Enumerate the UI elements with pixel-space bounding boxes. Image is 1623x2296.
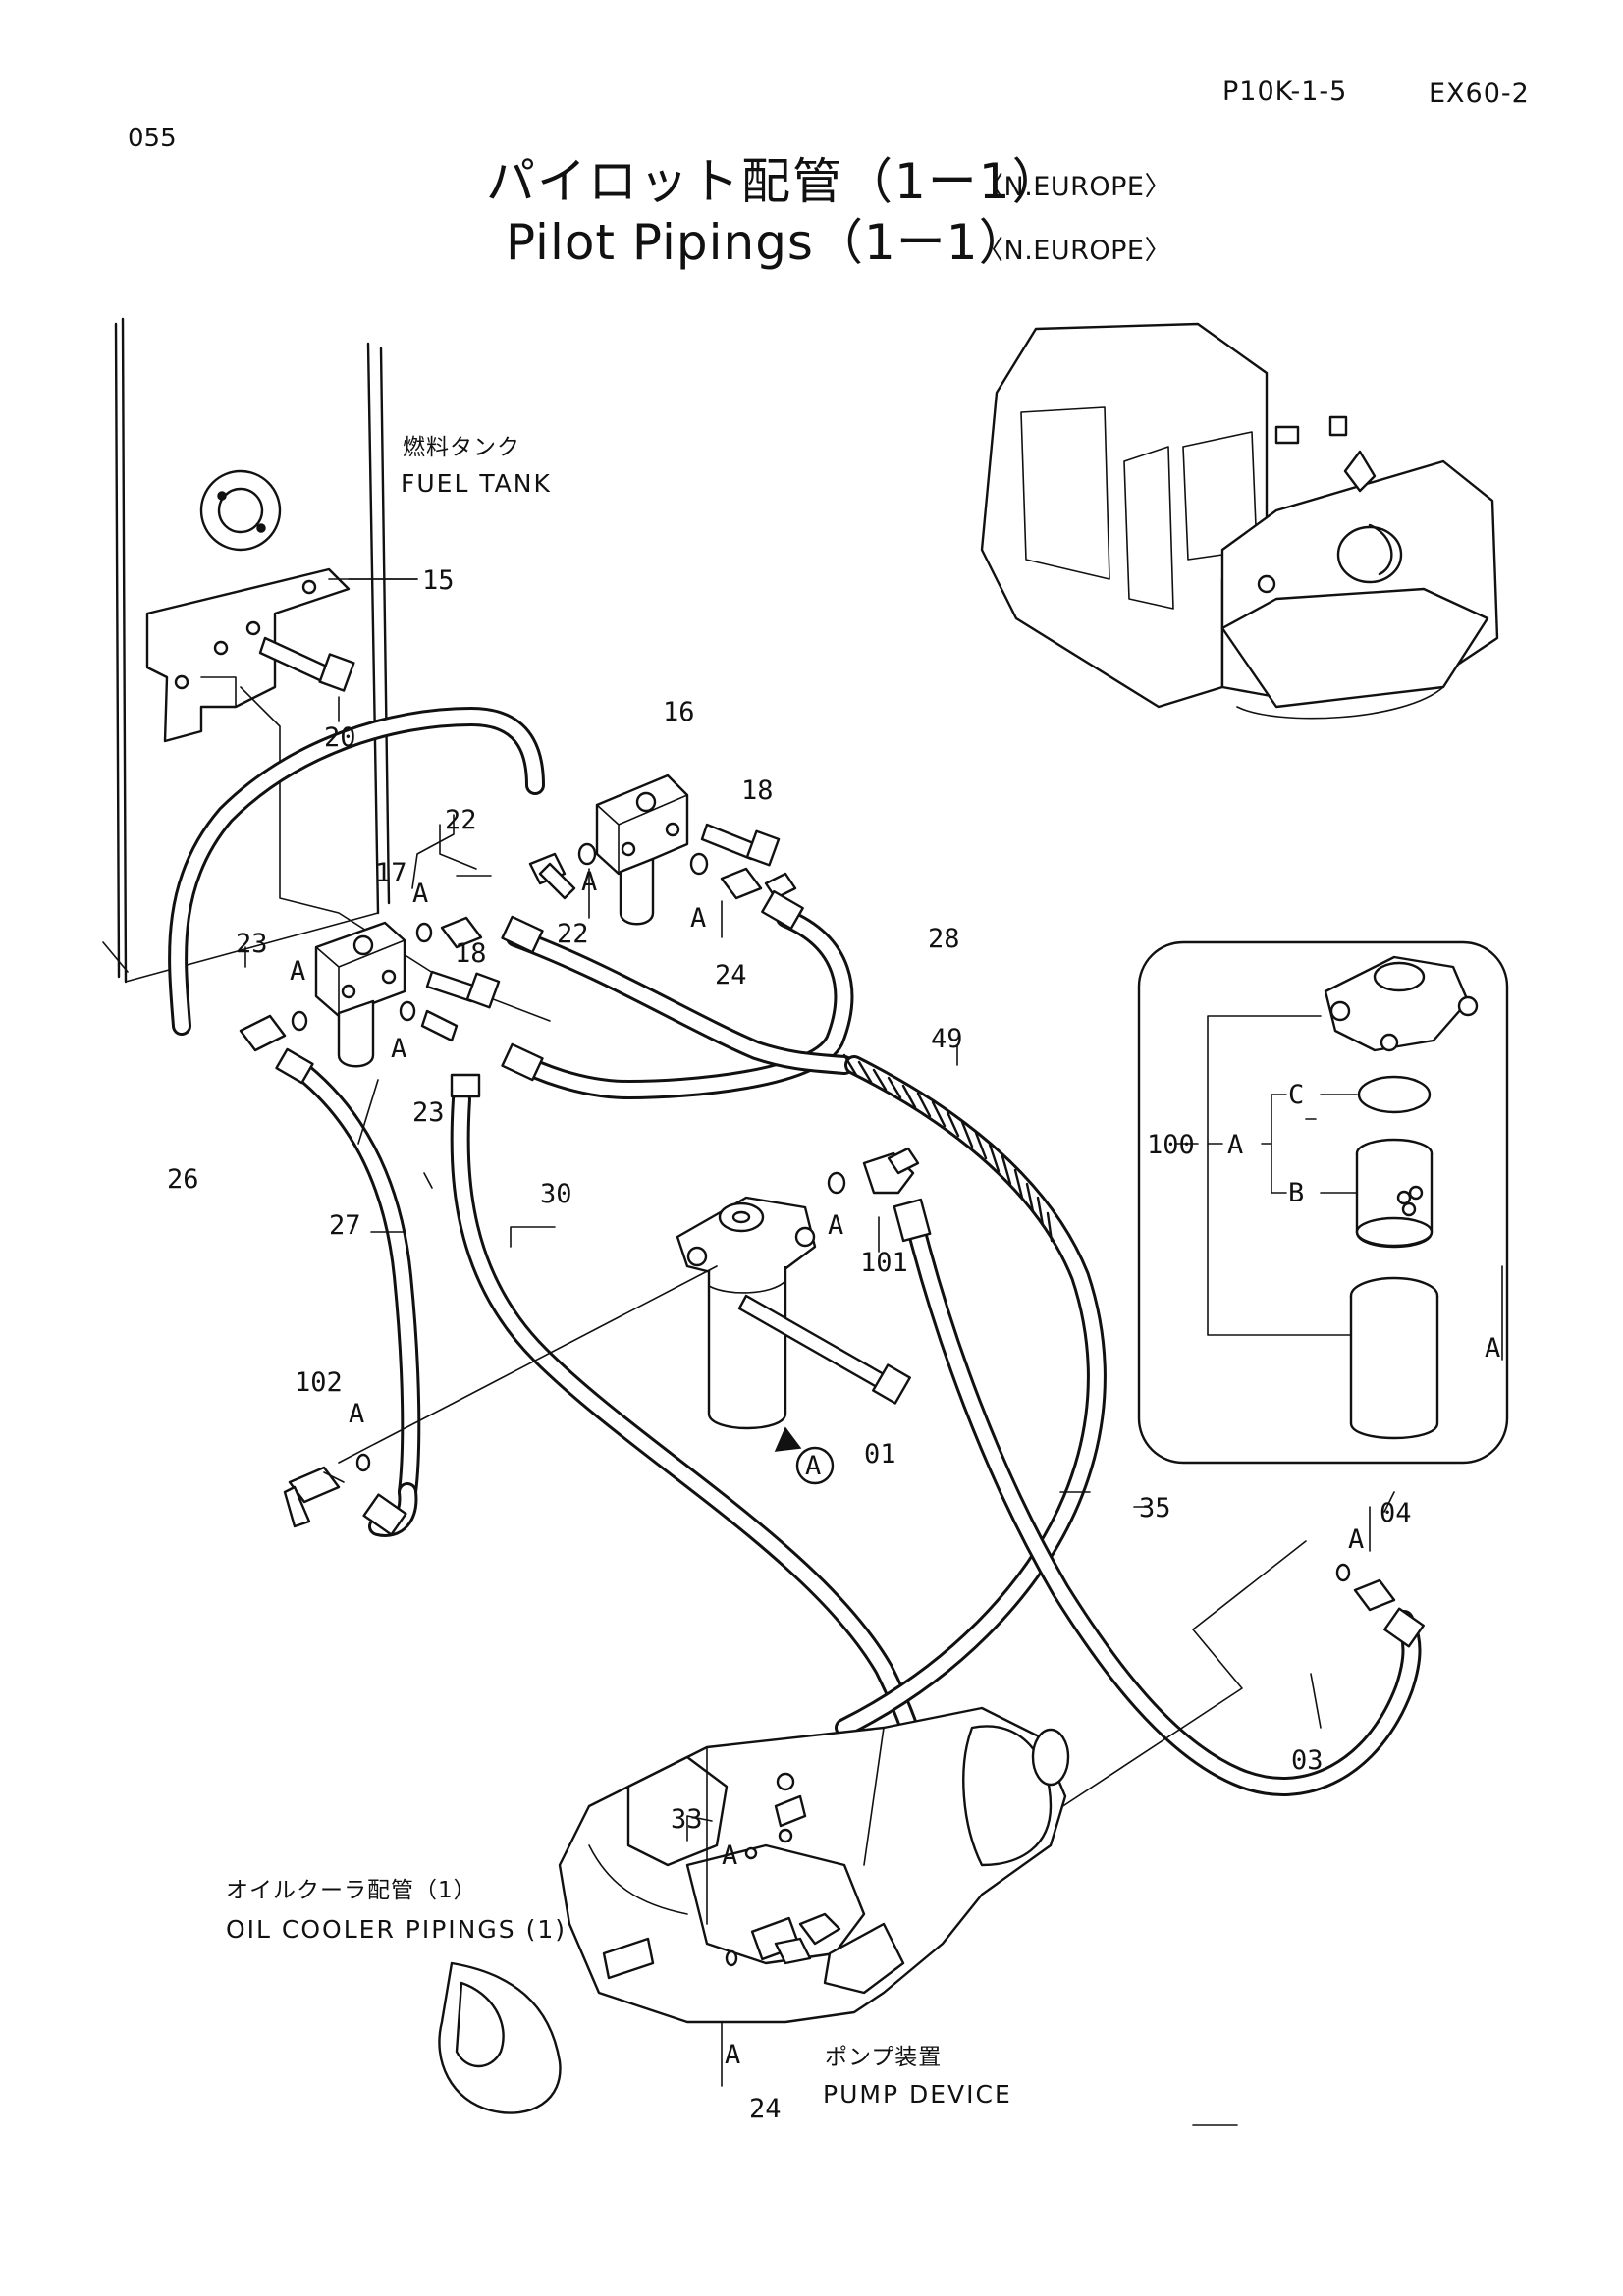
line-filter-icon: [239, 889, 804, 1098]
callout-23: 23: [236, 929, 268, 959]
label-a: A: [1485, 1333, 1501, 1363]
callout-01: 01: [864, 1439, 896, 1469]
label-a: A: [722, 1841, 738, 1871]
callout-35: 35: [1139, 1493, 1171, 1523]
label-a: A: [690, 903, 707, 934]
callout-23: 23: [412, 1097, 445, 1128]
callout-03: 03: [1291, 1745, 1324, 1776]
label-a-circle: A: [805, 1451, 822, 1481]
callout-18: 18: [455, 938, 487, 969]
callout-22: 22: [445, 805, 477, 835]
leader-lines: [244, 578, 1503, 2126]
pump-caption-jp: ポンプ装置: [825, 2045, 943, 2070]
callout-04: 04: [1380, 1498, 1412, 1528]
callout-101: 101: [860, 1248, 908, 1278]
callout-33: 33: [671, 1804, 703, 1835]
label-c: C: [1288, 1080, 1305, 1110]
region-tag: 〈N.EUROPE〉: [977, 236, 1171, 266]
label-a: A: [1227, 1130, 1244, 1160]
fitting-102: [283, 1265, 718, 1536]
callout-49: 49: [931, 1024, 963, 1054]
label-a: A: [290, 956, 306, 987]
main-filter-icon: [676, 1147, 932, 1485]
callout-17: 17: [375, 858, 407, 888]
label-a: A: [725, 2040, 741, 2070]
label-a: A: [1348, 1524, 1365, 1555]
spring-guard: [842, 1053, 1054, 1243]
callout-24: 24: [749, 2094, 782, 2124]
oil-cooler-caption-en: OIL COOLER PIPINGS (1): [226, 1915, 567, 1944]
fitting-04: [1055, 1540, 1425, 1812]
page-number: 055: [128, 124, 177, 153]
callout-20: 20: [324, 722, 356, 753]
label-a: A: [581, 867, 598, 897]
excavator-thumbnail-icon: [980, 322, 1499, 720]
label-a: A: [349, 1399, 365, 1429]
title-english: Pilot Pipings（1ー1）: [506, 214, 1029, 271]
region-tag: 〈N.EUROPE〉: [977, 172, 1171, 202]
callout-102: 102: [295, 1367, 343, 1398]
label-a: A: [828, 1210, 844, 1241]
label-a: A: [391, 1034, 407, 1064]
callout-28: 28: [928, 924, 960, 954]
callout-22: 22: [557, 919, 589, 949]
callout-24: 24: [715, 960, 747, 990]
pump-caption-en: PUMP DEVICE: [823, 2080, 1012, 2109]
fuel-tank-caption-en: FUEL TANK: [401, 469, 552, 498]
callout-27: 27: [329, 1210, 361, 1241]
callout-15: 15: [422, 565, 455, 596]
fuel-tank-caption-jp: 燃料タンク: [403, 435, 520, 460]
callout-26: 26: [167, 1164, 199, 1195]
callout-100: 100: [1147, 1130, 1195, 1160]
label-b: B: [1288, 1178, 1305, 1208]
part-code: P10K-1-5: [1222, 77, 1348, 107]
hose-group: [168, 707, 1422, 1796]
fuel-tank-panel-icon: [102, 317, 551, 1022]
filter-element-detail: [1137, 940, 1509, 1465]
title-japanese: パイロット配管（1ー1）: [486, 153, 1063, 210]
callout-16: 16: [663, 697, 695, 727]
line-filter-icon: [528, 774, 797, 926]
oil-cooler-caption-jp: オイルクーラ配管（1）: [226, 1878, 477, 1903]
callout-18: 18: [741, 775, 774, 806]
callout-30: 30: [540, 1179, 572, 1209]
model-name: EX60-2: [1429, 79, 1530, 109]
label-a: A: [412, 879, 429, 909]
pump-icon: [438, 1706, 1070, 2114]
